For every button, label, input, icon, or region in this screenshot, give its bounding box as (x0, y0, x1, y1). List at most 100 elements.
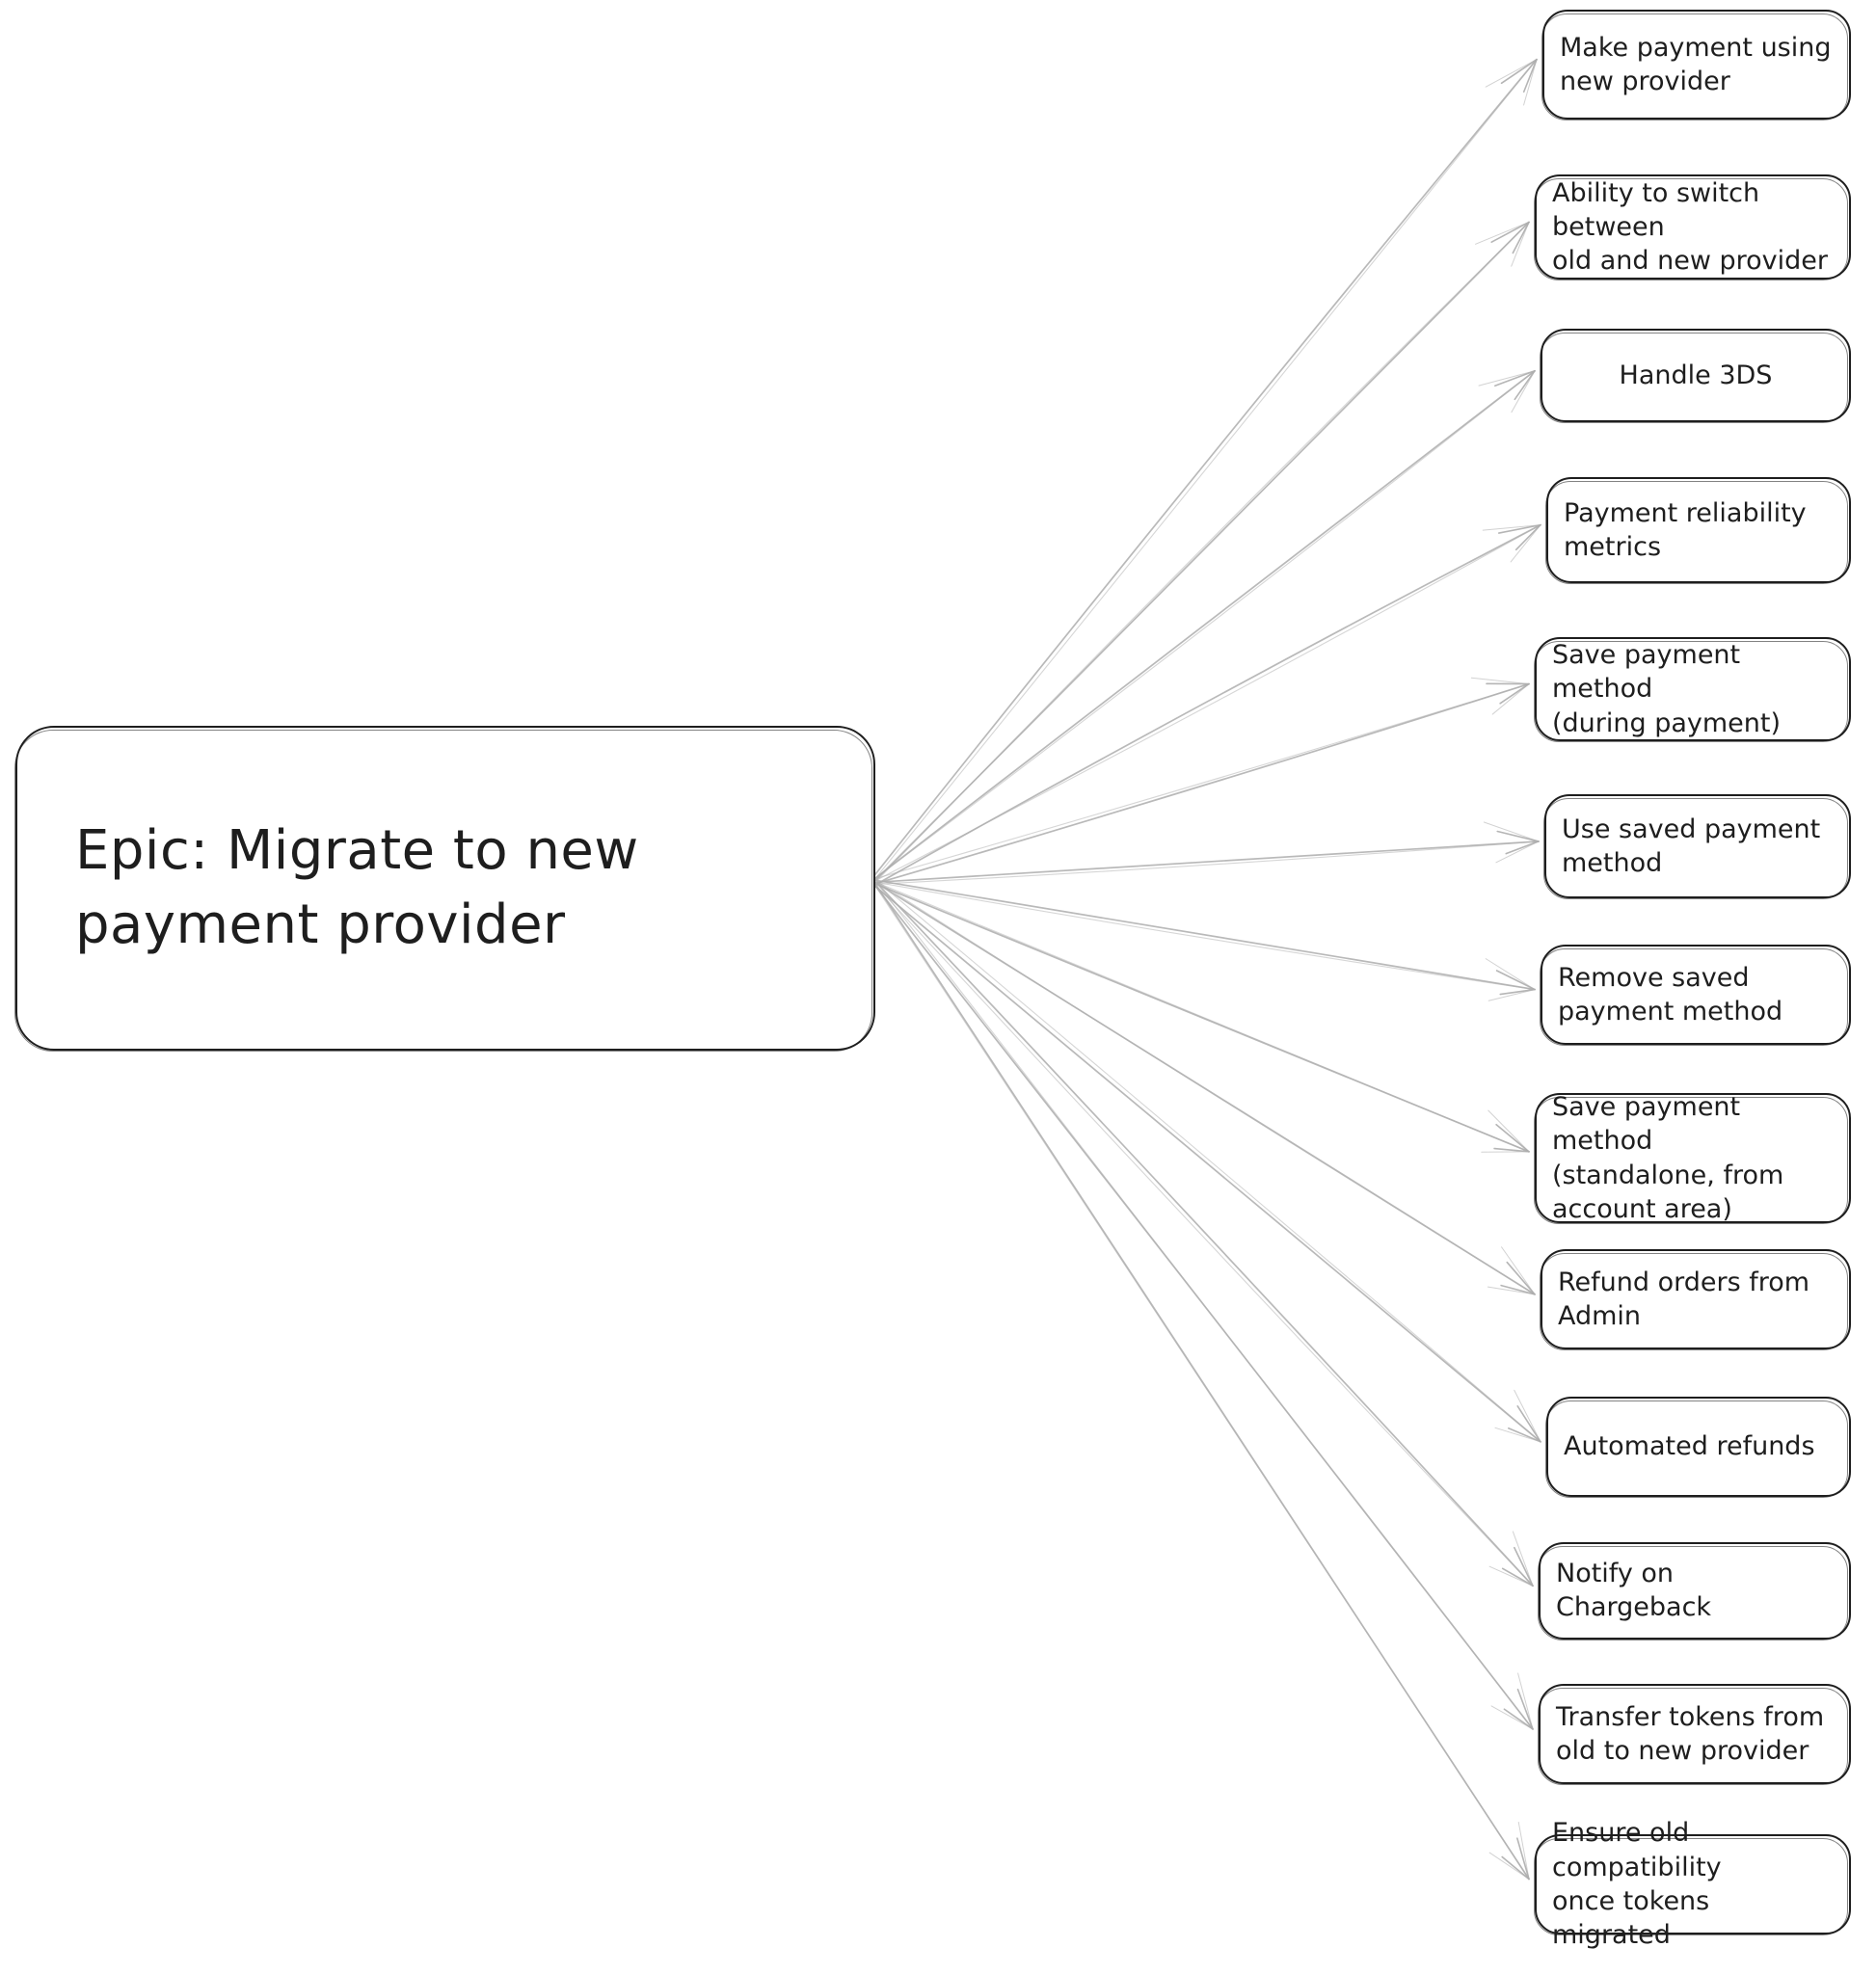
arrowhead (1510, 524, 1541, 563)
arrowhead (1499, 988, 1536, 996)
story-node[interactable]: Save payment method (standalone, from ac… (1534, 1092, 1851, 1224)
story-node-label: Use saved payment method (1562, 814, 1821, 879)
story-node-label: Ability to switch between old and new pr… (1552, 178, 1829, 277)
arrowhead (1500, 1284, 1536, 1295)
arrowhead (1495, 840, 1540, 864)
arrowhead (1522, 58, 1538, 93)
edge-line (877, 881, 1536, 1295)
arrowhead (1475, 221, 1530, 245)
epic-node-label: Epic: Migrate to new payment provider (75, 819, 639, 956)
arrowhead (1511, 221, 1530, 267)
edge-line (872, 882, 1534, 1730)
epic-node[interactable]: Epic: Migrate to new payment provider (14, 726, 875, 1052)
story-node-label: Transfer tokens from old to new provider (1556, 1702, 1825, 1767)
arrowhead (1514, 1389, 1541, 1443)
story-node[interactable]: Notify on Chargeback (1538, 1541, 1851, 1641)
story-node-label: Handle 3DS (1619, 360, 1773, 391)
arrowhead (1478, 370, 1536, 387)
story-node[interactable]: Ability to switch between old and new pr… (1534, 174, 1851, 281)
arrowhead (1470, 677, 1530, 685)
arrowhead (1501, 1567, 1534, 1587)
story-node-label: Save payment method (standalone, from ac… (1552, 1092, 1784, 1224)
story-node-label: Remove saved payment method (1558, 962, 1783, 1027)
arrowhead (1517, 1672, 1534, 1730)
arrowhead (1494, 369, 1536, 387)
arrowhead (1493, 1147, 1530, 1153)
edge-line (871, 882, 1530, 1153)
edge-line (875, 880, 1541, 1443)
arrowhead (1505, 840, 1540, 855)
story-node-label: Refund orders from Admin (1558, 1267, 1810, 1332)
arrowhead (1516, 1405, 1541, 1443)
edge-line (874, 881, 1536, 1295)
story-node[interactable]: Transfer tokens from old to new provider (1538, 1684, 1851, 1785)
arrowhead (1488, 1852, 1530, 1880)
edge-line (875, 221, 1530, 881)
story-node[interactable]: Ensure old compatibility once tokens mig… (1534, 1818, 1851, 1950)
arrowhead (1483, 821, 1540, 842)
edge-line (876, 882, 1534, 1587)
edge-line (874, 879, 1536, 991)
story-node-label: Save payment method (during payment) (1552, 640, 1782, 738)
story-node-label: Payment reliability metrics (1564, 498, 1807, 563)
edge-line (874, 221, 1530, 883)
arrowhead (1512, 221, 1530, 254)
arrowhead (1485, 59, 1538, 88)
arrowhead (1506, 1261, 1536, 1295)
arrowhead (1494, 1427, 1541, 1443)
story-node-label: Automated refunds (1564, 1431, 1815, 1462)
edge-line (872, 524, 1541, 883)
edge-line (871, 878, 1530, 1881)
story-node[interactable]: Use saved payment method (1543, 794, 1851, 900)
story-node-label: Notify on Chargeback (1556, 1559, 1712, 1623)
edge-line (874, 840, 1540, 885)
arrowhead (1517, 1821, 1530, 1880)
story-node[interactable]: Make payment using new provider (1541, 10, 1851, 121)
arrowhead (1488, 1565, 1534, 1587)
story-node[interactable]: Save payment method (during payment) (1534, 637, 1851, 742)
edge-line (873, 883, 1534, 1587)
story-node-label: Ensure old compatibility once tokens mig… (1552, 1818, 1722, 1950)
arrowhead (1487, 1109, 1530, 1153)
arrowhead (1501, 1855, 1530, 1881)
arrowhead (1485, 958, 1536, 991)
edge-line (871, 683, 1530, 880)
arrowhead (1507, 1427, 1541, 1443)
arrowhead (1516, 1688, 1534, 1730)
edge-line (872, 882, 1530, 1881)
arrowhead (1499, 682, 1530, 705)
story-node[interactable]: Automated refunds (1545, 1397, 1851, 1498)
arrowhead (1496, 830, 1540, 842)
arrowhead (1495, 1123, 1530, 1153)
arrowhead (1523, 59, 1538, 106)
edge-line (876, 881, 1536, 991)
arrowhead (1500, 58, 1538, 85)
arrowhead (1498, 523, 1541, 534)
edge-line (871, 370, 1536, 882)
arrowhead (1487, 989, 1536, 1001)
arrowhead (1490, 1705, 1534, 1730)
edge-line (874, 682, 1530, 885)
arrowhead (1514, 369, 1536, 401)
story-node[interactable]: Remove saved payment method (1540, 944, 1851, 1046)
story-node[interactable]: Handle 3DS (1540, 328, 1851, 424)
edge-line (871, 58, 1538, 880)
edge-line (871, 880, 1530, 1153)
story-node-label: Make payment using new provider (1560, 33, 1832, 97)
story-node[interactable]: Payment reliability metrics (1545, 477, 1851, 584)
edge-line (872, 369, 1536, 881)
arrowhead (1501, 1246, 1536, 1295)
arrowhead (1490, 221, 1530, 243)
arrowhead (1491, 683, 1530, 715)
arrowhead (1503, 1708, 1534, 1730)
arrowhead (1516, 1837, 1530, 1881)
arrowhead (1495, 970, 1536, 991)
arrowhead (1482, 524, 1541, 531)
arrowhead (1514, 1546, 1534, 1587)
edge-line (871, 882, 1541, 1443)
story-node[interactable]: Refund orders from Admin (1540, 1249, 1851, 1350)
edge-line (876, 883, 1534, 1730)
arrowhead (1514, 523, 1541, 551)
edge-line (872, 59, 1538, 882)
